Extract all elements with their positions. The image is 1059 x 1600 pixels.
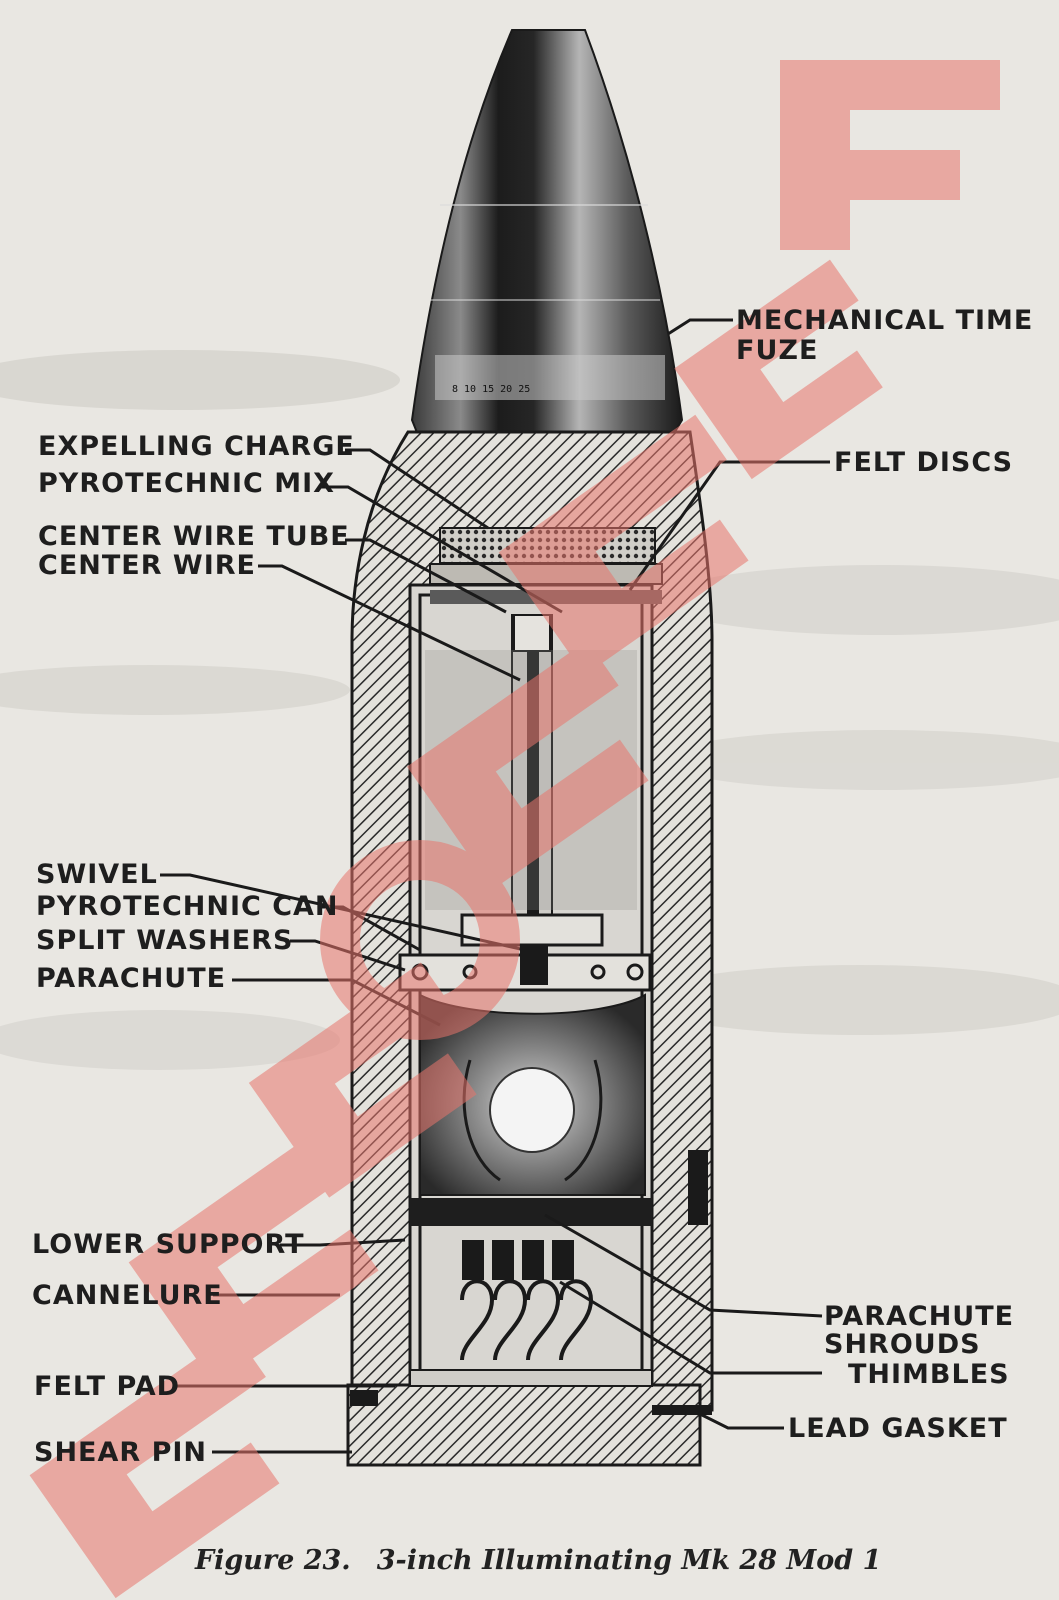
- label-pyrotechnic-can: PYROTECHNIC CAN: [36, 891, 339, 922]
- label-swivel: SWIVEL: [36, 859, 158, 890]
- label-lead-gasket: LEAD GASKET: [788, 1413, 1008, 1444]
- watermark: [29, 60, 1000, 1599]
- shear-pin-shape: [350, 1390, 378, 1406]
- label-parachute-shrouds-line2: SHROUDS: [824, 1329, 981, 1360]
- lead-gasket-shape: [652, 1405, 712, 1415]
- label-parachute-shrouds-line1: PARACHUTE: [824, 1301, 1015, 1332]
- lower-support-shape: [410, 1198, 652, 1226]
- label-expelling-charge: EXPELLING CHARGE: [38, 431, 355, 462]
- label-parachute: PARACHUTE: [36, 963, 227, 994]
- label-shear-pin: SHEAR PIN: [34, 1437, 208, 1468]
- felt-pad-shape: [409, 1369, 653, 1387]
- label-felt-discs: FELT DISCS: [834, 447, 1014, 478]
- label-center-wire-tube: CENTER WIRE TUBE: [38, 521, 350, 552]
- label-mechanical-time-fuze-line1: MECHANICAL TIME: [736, 305, 1034, 336]
- paper-texture: [0, 350, 1059, 1070]
- label-pyrotechnic-mix: PYROTECHNIC MIX: [38, 468, 335, 499]
- label-lower-support: LOWER SUPPORT: [32, 1229, 305, 1260]
- label-felt-pad: FELT PAD: [34, 1371, 181, 1402]
- shroud-blocks: [462, 1240, 574, 1280]
- label-center-wire: CENTER WIRE: [38, 550, 256, 581]
- label-cannelure: CANNELURE: [32, 1280, 223, 1311]
- figure-number: Figure 23.: [195, 1545, 351, 1576]
- label-thimbles: THIMBLES: [848, 1359, 1010, 1390]
- label-mechanical-time-fuze-line2: FUZE: [736, 335, 819, 366]
- fuze-scale-marks: 8 10 15 20 25: [452, 384, 530, 395]
- figure-caption: Figure 23. 3-inch Illuminating Mk 28 Mod …: [195, 1545, 881, 1576]
- shell-base: [346, 1383, 702, 1467]
- figure-title: 3-inch Illuminating Mk 28 Mod 1: [376, 1545, 882, 1576]
- parachute-bundle: [419, 993, 646, 1196]
- label-split-washers: SPLIT WASHERS: [36, 925, 294, 956]
